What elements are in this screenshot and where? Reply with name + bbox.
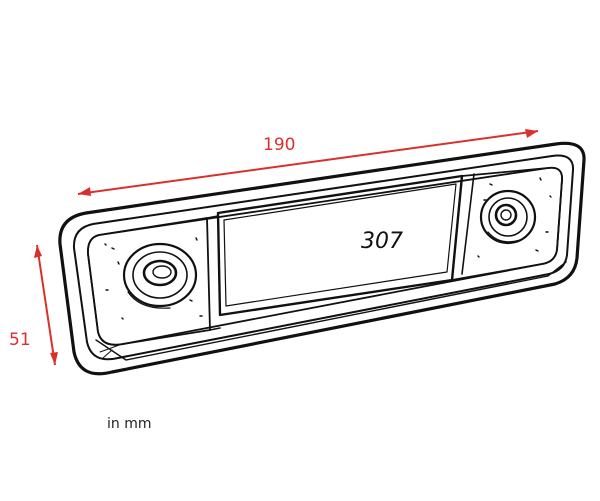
height-arrow-top — [34, 245, 42, 258]
lens-window-inner — [223, 183, 457, 307]
right-end-block — [451, 166, 563, 281]
license-plate-light-housing — [58, 141, 586, 376]
width-value: 190 — [263, 135, 295, 155]
surface-texture — [104, 177, 552, 320]
width-dimension-line — [77, 130, 539, 195]
inner-rim — [72, 154, 575, 361]
width-dimension: 190 — [77, 129, 539, 196]
lens-window — [216, 174, 464, 317]
unit-note: in mm — [107, 416, 152, 432]
height-value: 51 — [9, 330, 31, 350]
width-arrow-left — [78, 187, 91, 196]
height-dimension-line — [36, 244, 56, 366]
height-arrow-bottom — [50, 352, 58, 365]
right-screw-boss — [479, 189, 537, 245]
left-screw-boss — [122, 242, 198, 309]
outer-rim — [58, 141, 586, 376]
part-number: 307 — [361, 229, 403, 254]
lower-lip — [95, 261, 567, 361]
width-arrow-right — [525, 129, 538, 138]
left-end-block — [87, 217, 211, 346]
height-dimension: 51 — [9, 244, 58, 366]
